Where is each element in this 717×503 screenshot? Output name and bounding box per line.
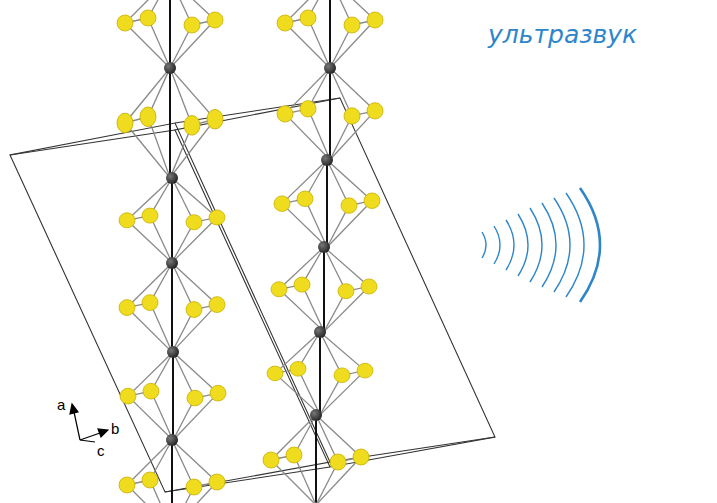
axis-arrows — [70, 404, 108, 442]
atom-chain — [263, 0, 383, 503]
atom-chain — [117, 0, 226, 503]
axis-label: a — [57, 397, 65, 412]
sound-waves — [482, 188, 600, 302]
axis-label: b — [111, 421, 119, 436]
unit-cell — [10, 98, 495, 492]
axis-label: c — [97, 443, 105, 458]
caption-text: ультразвук — [488, 22, 637, 47]
